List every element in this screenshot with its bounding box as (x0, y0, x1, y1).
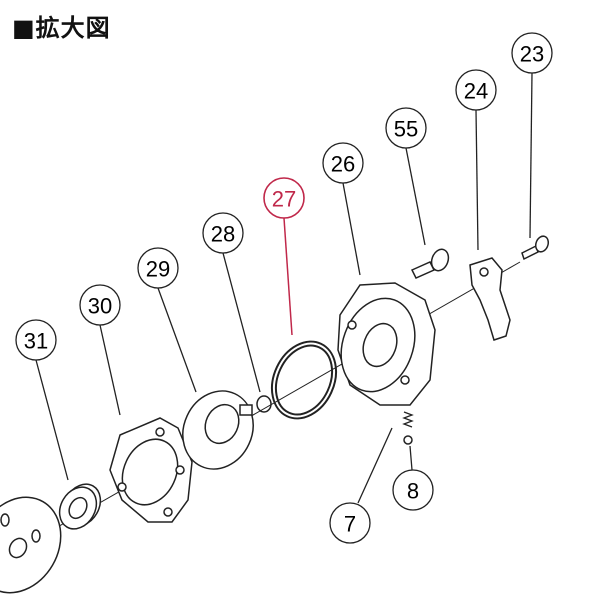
svg-text:31: 31 (24, 329, 48, 354)
callout-24[interactable]: 24 (455, 69, 497, 111)
part-bearing (58, 483, 102, 530)
leader-lines (35, 72, 533, 504)
callout-31[interactable]: 31 (15, 319, 57, 361)
leader-line-27 (283, 217, 293, 336)
callout-30[interactable]: 30 (79, 284, 121, 326)
callout-7[interactable]: 7 (329, 502, 371, 544)
part-8-ball (403, 435, 413, 445)
callout-23[interactable]: 23 (511, 32, 553, 74)
callout-29[interactable]: 29 (137, 247, 179, 289)
svg-text:28: 28 (211, 222, 235, 247)
part-26-housing (337, 282, 436, 406)
part-30-gasket (109, 417, 193, 523)
page-title: ■拡大図 (12, 14, 111, 42)
part-7-spring (402, 411, 414, 428)
svg-text:55: 55 (394, 117, 418, 142)
callout-8[interactable]: 8 (392, 469, 434, 511)
callout-27[interactable]: 27 (263, 177, 305, 219)
svg-text:29: 29 (146, 257, 170, 282)
callout-28[interactable]: 28 (202, 212, 244, 254)
part-27-o-ring (270, 340, 338, 420)
svg-text:30: 30 (88, 294, 112, 319)
part-28-ring (256, 395, 272, 413)
svg-text:27: 27 (272, 187, 296, 212)
part-23-screw (521, 235, 550, 261)
svg-text:23: 23 (520, 42, 544, 67)
svg-text:7: 7 (344, 512, 356, 537)
svg-text:24: 24 (464, 79, 488, 104)
svg-text:8: 8 (407, 479, 419, 504)
svg-text:26: 26 (331, 152, 355, 177)
part-29-plate (182, 390, 254, 470)
callout-55[interactable]: 55 (385, 107, 427, 149)
part-24-lever (469, 257, 511, 341)
part-31-disc (0, 496, 62, 594)
part-55-screw (410, 248, 450, 279)
callout-26[interactable]: 26 (322, 142, 364, 184)
